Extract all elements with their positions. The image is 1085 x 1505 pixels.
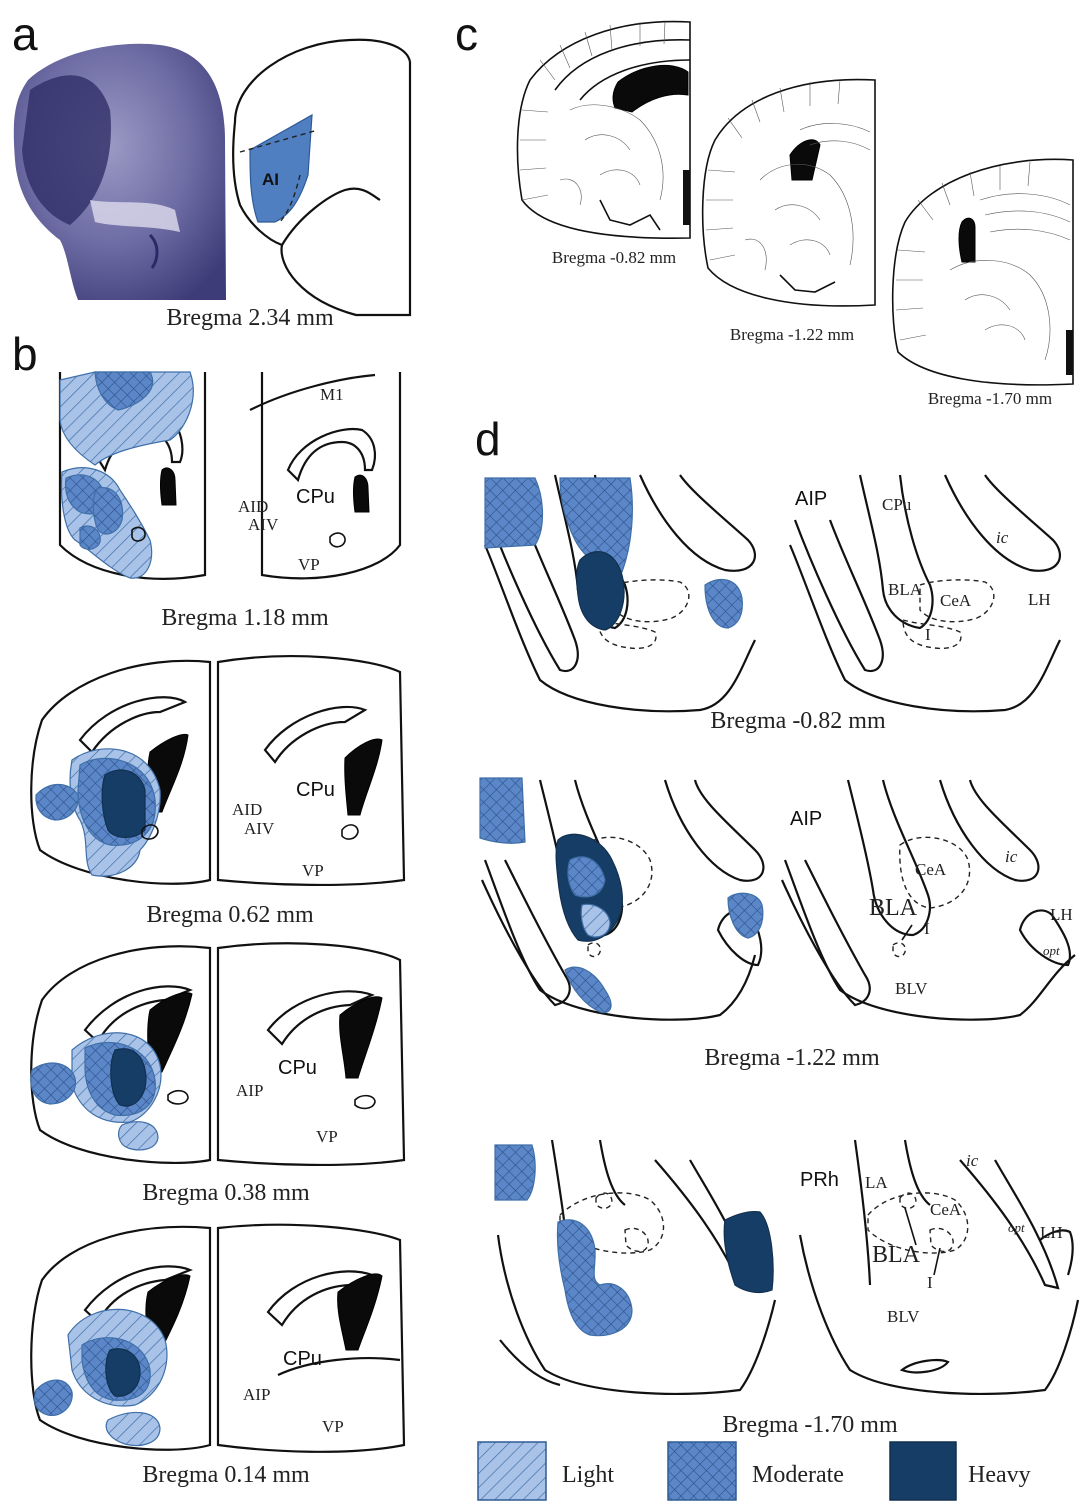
label-aip-d1: AIP [795, 488, 827, 510]
panel-c-letter: c [455, 8, 478, 60]
panel-d-section-1: AIP CPu ic BLA CeA LH I Bregma -0.82 mm [485, 475, 1060, 734]
label-ai: AI [262, 170, 279, 189]
legend: Light Moderate Heavy [478, 1442, 1031, 1500]
label-aid-2: AID [232, 800, 262, 819]
label-aip-d2: AIP [790, 808, 822, 830]
legend-swatch-moderate [668, 1442, 736, 1500]
label-cea-d2: CeA [915, 860, 947, 879]
label-lh-d1: LH [1028, 590, 1051, 609]
panel-a-outline: AI [233, 40, 410, 315]
nissl-photo [14, 44, 226, 300]
label-cea-d1: CeA [940, 591, 972, 610]
label-opt-d3: opt [1008, 1220, 1025, 1235]
label-bla-d1: BLA [888, 580, 923, 599]
label-cpu-d1: CPu [882, 495, 912, 514]
panel-d: d AIP CPu ic BLA CeA LH I Br [475, 413, 1078, 1438]
label-la-d3: LA [865, 1173, 888, 1192]
caption-d2: Bregma -1.22 mm [704, 1045, 880, 1071]
label-lh-d2: LH [1050, 905, 1073, 924]
label-aiv: AIV [248, 515, 279, 534]
panel-b-letter: b [12, 328, 38, 380]
caption-d1: Bregma -0.82 mm [710, 708, 886, 734]
caption-c3: Bregma -1.70 mm [928, 389, 1052, 408]
label-cpu: CPu [296, 486, 335, 508]
label-aiv-2: AIV [244, 819, 275, 838]
label-vp: VP [298, 555, 320, 574]
atlas-section-1: Bregma -0.82 mm [517, 22, 690, 267]
atlas-section-2: Bregma -1.22 mm [703, 80, 875, 344]
label-vp-3: VP [316, 1127, 338, 1146]
legend-item-moderate: Moderate [668, 1442, 844, 1500]
label-i-d2: I [924, 919, 930, 938]
panel-d-letter: d [475, 413, 501, 465]
label-aip-3: AIP [236, 1081, 263, 1100]
label-cpu-3: CPu [278, 1057, 317, 1079]
label-aid: AID [238, 497, 268, 516]
panel-c: c Bregma -0.82 mm Bregma -1.22 mm [455, 8, 1073, 408]
caption-b4: Bregma 0.14 mm [142, 1462, 310, 1488]
label-i-d3: I [927, 1273, 933, 1292]
caption-b3: Bregma 0.38 mm [142, 1180, 310, 1206]
legend-item-heavy: Heavy [890, 1442, 1031, 1500]
atlas-section-3: Bregma -1.70 mm [893, 159, 1073, 408]
label-bla-d2: BLA [869, 895, 918, 921]
legend-label-heavy: Heavy [968, 1462, 1031, 1488]
panel-a-letter: a [12, 8, 38, 60]
label-opt-d2: opt [1043, 943, 1060, 958]
label-ic-d1: ic [996, 528, 1009, 547]
legend-swatch-heavy [890, 1442, 956, 1500]
panel-a: a AI Bregma 2.34 mm [12, 8, 410, 331]
caption-c1: Bregma -0.82 mm [552, 248, 676, 267]
label-cpu-2: CPu [296, 779, 335, 801]
label-bla-d3: BLA [872, 1242, 921, 1268]
caption-b2: Bregma 0.62 mm [146, 902, 314, 928]
legend-item-light: Light [478, 1442, 614, 1500]
label-m1: M1 [320, 385, 344, 404]
caption-b1: Bregma 1.18 mm [161, 605, 329, 631]
caption-c2: Bregma -1.22 mm [730, 325, 854, 344]
label-blv-d2: BLV [895, 979, 928, 998]
label-aip-4: AIP [243, 1385, 270, 1404]
label-ic-d3: ic [966, 1151, 979, 1170]
panel-b-section-2: AID AIV CPu VP Bregma 0.62 mm [31, 656, 404, 928]
panel-d-section-2: AIP ic CeA BLA LH I opt BLV Bregma -1.22… [480, 778, 1075, 1071]
label-ic-d2: ic [1005, 847, 1018, 866]
panel-b-section-3: AIP CPu VP Bregma 0.38 mm [31, 943, 404, 1206]
panel-a-caption: Bregma 2.34 mm [166, 305, 334, 331]
label-i-d1: I [925, 625, 931, 644]
legend-label-light: Light [562, 1462, 614, 1488]
label-vp-2: VP [302, 861, 324, 880]
label-vp-4: VP [322, 1417, 344, 1436]
label-cpu-4: CPu [283, 1348, 322, 1370]
caption-d3: Bregma -1.70 mm [722, 1412, 898, 1438]
label-blv-d3: BLV [887, 1307, 920, 1326]
label-lh-d3: LH [1040, 1223, 1063, 1242]
legend-label-moderate: Moderate [752, 1462, 844, 1488]
label-cea-d3: CeA [930, 1200, 962, 1219]
panel-b-section-1: M1 AID AIV CPu VP Bregma 1.18 mm [60, 372, 400, 631]
legend-swatch-light [478, 1442, 546, 1500]
panel-d-section-3: PRh LA ic CeA opt LH BLA I BLV Bregma -1… [495, 1140, 1078, 1438]
label-prh-d3: PRh [800, 1169, 839, 1191]
panel-b-section-4: AIP CPu VP Bregma 0.14 mm [31, 1225, 404, 1488]
panel-b: b M1 AID AIV CPu VP Bregma 1.18 mm [12, 328, 404, 1488]
